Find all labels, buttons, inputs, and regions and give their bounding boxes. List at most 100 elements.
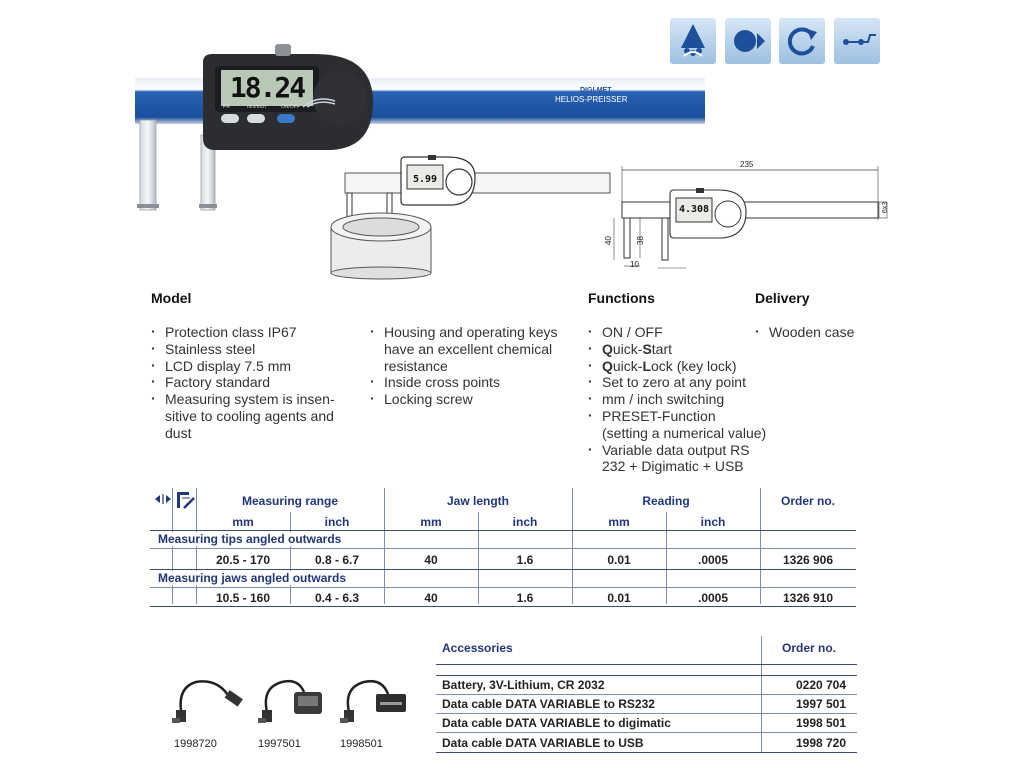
spec-table: Measuring range Jaw length Reading Order… <box>150 486 856 607</box>
section-title: Measuring jaws angled outwards <box>158 571 351 585</box>
list-item: Variable data output RS 232 + Digimatic … <box>588 441 778 476</box>
pr-button <box>221 114 239 123</box>
list-item: mm / inch switching <box>588 390 778 408</box>
table-cell: .0005 <box>697 591 729 605</box>
order-no-header: Order no. <box>780 494 835 508</box>
drawing-display-value: 4.308 <box>678 204 710 215</box>
accessory-name: Data cable DATA VARIABLE to RS232 <box>442 697 655 711</box>
table-cell: 0.01 <box>607 591 631 605</box>
text-part: ock (key lock) <box>651 357 737 374</box>
delivery-list: Wooden case <box>755 323 895 341</box>
table-cell: 40 <box>424 553 438 567</box>
bold-letter: Q <box>602 340 613 357</box>
measure-direction-icon <box>154 492 172 506</box>
data-output-icon <box>725 18 771 64</box>
sub-header-inch: inch <box>512 515 538 529</box>
functions-list: ON / OFF Quick-Start Quick-Lock (key loc… <box>588 323 778 476</box>
caliper-ring-image: 5.99 <box>325 155 615 280</box>
accessory-name: Data cable DATA VARIABLE to USB <box>442 736 644 750</box>
table-cell: 1.6 <box>516 591 534 605</box>
list-item: Locking screw <box>370 390 570 408</box>
list-item: Quick-Start <box>588 340 778 358</box>
list-item: Factory standard <box>151 373 351 391</box>
on-off-button <box>277 114 295 123</box>
accessory-order: 1998 720 <box>795 736 847 750</box>
table-cell: 0.8 - 6.7 <box>314 553 360 567</box>
text-part: uick- <box>612 357 643 374</box>
list-item: Wooden case <box>755 323 895 341</box>
technical-drawing: 235 40 38 10 6x3 4.308 <box>600 160 895 275</box>
list-item: Set to zero at any point <box>588 373 778 391</box>
section-title: Measuring tips angled outwards <box>158 532 346 546</box>
measuring-range-header: Measuring range <box>241 494 339 508</box>
sub-header-mm: mm <box>232 515 254 529</box>
table-cell: 20.5 - 170 <box>215 553 271 567</box>
dim-jaw-inner: 38 <box>635 236 645 245</box>
cable-caption: 1998501 <box>340 738 383 750</box>
accessory-name: Battery, 3V-Lithium, CR 2032 <box>442 678 605 692</box>
table-cell: .0005 <box>697 553 729 567</box>
jaw-angle-icon <box>176 490 196 510</box>
dim-tip: 10 <box>630 260 639 269</box>
caliper-buttons: PR mm/inch ON/OFF <box>221 104 321 134</box>
jaw-length-header: Jaw length <box>446 494 509 508</box>
accessory-name: Data cable DATA VARIABLE to digimatic <box>442 716 671 730</box>
ip-protection-icon <box>670 18 716 64</box>
accessory-order: 0220 704 <box>795 678 847 692</box>
accessories-header: Accessories <box>442 641 513 655</box>
helios-logo <box>301 96 341 108</box>
list-item: Protection class IP67 <box>151 323 351 341</box>
caliper-button-label: PR <box>223 104 230 110</box>
cable-caption: 1997501 <box>258 738 301 750</box>
cable-caption: 1998720 <box>174 738 217 750</box>
table-cell: 1.6 <box>516 553 534 567</box>
dim-bar: 6x3 <box>882 201 890 214</box>
delivery-heading: Delivery <box>755 290 810 306</box>
bar-product-name: DIGI-MET <box>580 87 612 94</box>
order-number-cell: 1326 906 <box>782 553 834 567</box>
functions-heading: Functions <box>588 290 655 306</box>
sub-header-mm: mm <box>608 515 630 529</box>
list-item: PRESET-Function (setting a numerical val… <box>588 407 778 442</box>
accessory-order: 1997 501 <box>795 697 847 711</box>
table-cell: 40 <box>424 591 438 605</box>
sub-header-inch: inch <box>700 515 726 529</box>
list-item: ON / OFF <box>588 323 778 341</box>
text-part: uick- <box>612 340 643 357</box>
caliper-display-value: 18.24 <box>229 71 306 104</box>
caliper-button-label: mm/inch <box>247 104 266 110</box>
cable-images <box>170 668 420 730</box>
model-heading: Model <box>151 290 192 306</box>
rotation-icon <box>779 18 825 64</box>
list-item: LCD display 7.5 mm <box>151 357 351 375</box>
accessory-row: Data cable DATA VARIABLE to RS232 1997 5… <box>442 695 857 713</box>
model-features-list-2: Housing and operating keys have an excel… <box>370 323 570 408</box>
list-item: Housing and operating keys have an excel… <box>370 323 570 374</box>
bar-logo-text: HELIOS-PREISSER <box>555 95 628 104</box>
sub-header-inch: inch <box>324 515 350 529</box>
list-item: Measuring system is insen- sitive to coo… <box>151 390 351 441</box>
reading-header: Reading <box>642 494 690 508</box>
bold-letter: S <box>642 340 652 357</box>
bold-letter: L <box>642 357 652 374</box>
accessories-order-header: Order no. <box>781 641 836 655</box>
order-number-cell: 1326 910 <box>782 591 834 605</box>
text-part: tart <box>651 340 673 357</box>
table-cell: 0.01 <box>607 553 631 567</box>
list-item: Inside cross points <box>370 373 570 391</box>
bold-letter: Q <box>602 357 613 374</box>
model-features-list: Protection class IP67 Stainless steel LC… <box>151 323 351 442</box>
accessory-order: 1998 501 <box>795 716 847 730</box>
connection-icon <box>834 18 880 64</box>
accessory-row: Battery, 3V-Lithium, CR 2032 0220 704 <box>442 676 857 694</box>
caliper-photo: DIGI-MET HELIOS-PREISSER 18.24 PR mm/inc… <box>135 40 705 220</box>
ring-display-value: 5.99 <box>412 174 438 185</box>
caliper-button-label: ON/OFF <box>281 104 300 110</box>
dim-jaw: 40 <box>603 236 613 245</box>
accessory-row: Data cable DATA VARIABLE to USB 1998 720 <box>442 734 857 752</box>
table-cell: 0.4 - 6.3 <box>314 591 360 605</box>
mm-inch-button <box>247 114 265 123</box>
list-item: Stainless steel <box>151 340 351 358</box>
accessory-row: Data cable DATA VARIABLE to digimatic 19… <box>442 714 857 732</box>
dim-length: 235 <box>740 160 754 169</box>
